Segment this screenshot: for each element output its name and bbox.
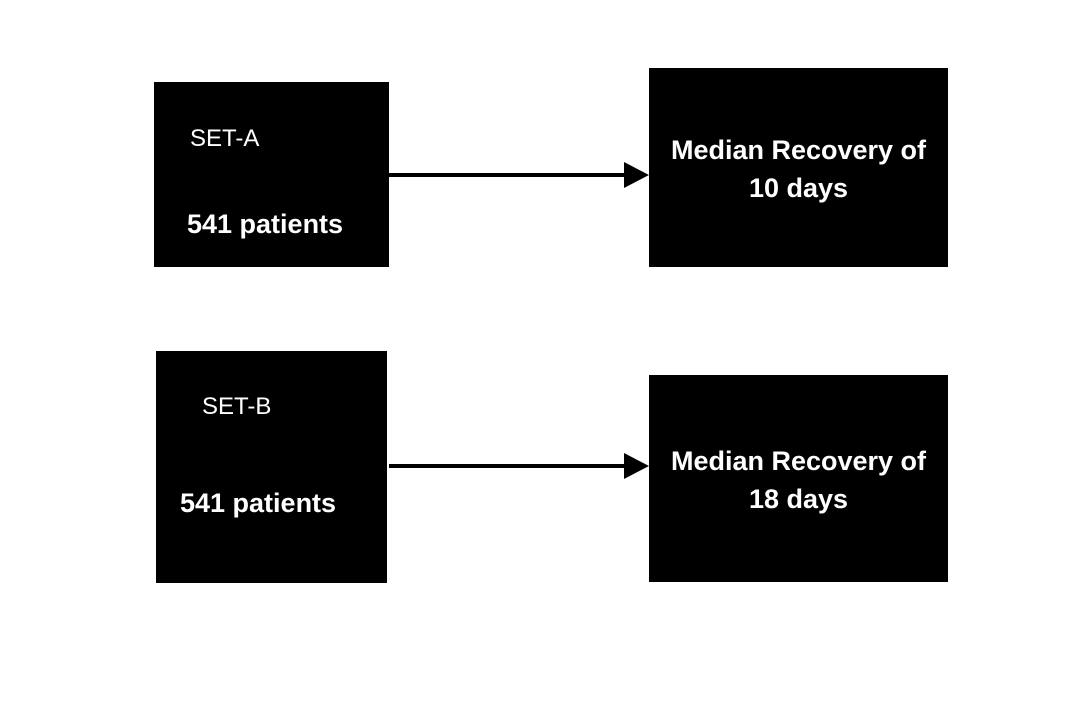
set-b-box: SET-B 541 patients [156, 351, 387, 583]
set-a-patient-count: 541 patients [187, 209, 344, 239]
set-b-outcome-box: Median Recovery of 18 days [649, 375, 948, 582]
set-a-outcome-text: Median Recovery of 10 days [649, 131, 948, 207]
arrow-set-a [389, 162, 649, 188]
set-b-label: SET-B [202, 393, 272, 420]
arrow-set-b-head [624, 453, 649, 479]
set-a-box: SET-A 541 patients [154, 82, 389, 267]
set-a-label: SET-A [190, 125, 260, 152]
arrow-set-b [389, 453, 649, 479]
arrow-set-a-head [624, 162, 649, 188]
set-b-outcome-text: Median Recovery of 18 days [649, 442, 948, 518]
set-a-outcome-line-2: 10 days [748, 173, 849, 203]
set-b-outcome-line-2: 18 days [748, 484, 849, 514]
set-b-outcome-line-1: Median Recovery of [670, 446, 927, 476]
set-a-outcome-line-1: Median Recovery of [670, 135, 927, 165]
set-b-patient-count: 541 patients [180, 488, 337, 518]
set-a-outcome-box: Median Recovery of 10 days [649, 68, 948, 267]
